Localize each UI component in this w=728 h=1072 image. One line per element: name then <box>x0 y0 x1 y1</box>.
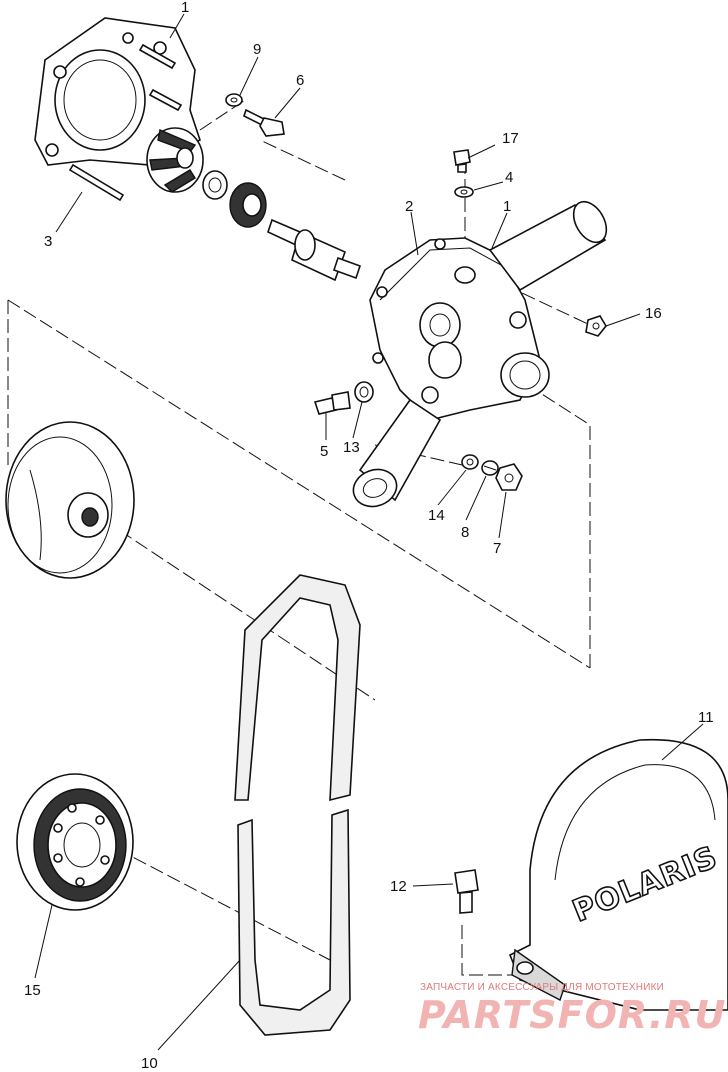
fitting-5 <box>313 391 351 415</box>
leader-lines <box>34 13 704 1051</box>
callout-7: 7 <box>493 540 501 557</box>
callout-15: 15 <box>24 982 41 999</box>
assembly-guide-lines <box>7 99 591 976</box>
side-outlet <box>500 352 550 398</box>
washer-14 <box>461 454 479 470</box>
callout-16: 16 <box>645 305 662 322</box>
nut-7 <box>495 463 523 491</box>
pump-shaft <box>267 218 362 282</box>
bolt-17 <box>453 149 471 173</box>
outlet-pipe <box>488 200 608 292</box>
callout-11: 11 <box>698 709 714 726</box>
bolt-12 <box>454 869 479 914</box>
callout-1-housing: 1 <box>503 198 511 215</box>
callout-8: 8 <box>461 524 469 541</box>
washer-9 <box>225 93 243 107</box>
lock-washer-8 <box>481 460 499 476</box>
callout-13: 13 <box>343 439 360 456</box>
watermark: ЗАПЧАСТИ И АКСЕССУАРЫ ДЛЯ МОТОТЕХНИКИ PA… <box>418 982 726 1037</box>
callout-4: 4 <box>505 169 513 186</box>
drive-belt <box>234 574 361 1036</box>
callout-1-cover: 1 <box>181 0 189 16</box>
callout-17: 17 <box>502 130 519 147</box>
washer-13 <box>354 381 374 403</box>
belt-guard: POLARIS <box>508 738 728 1011</box>
lower-elbow-pipe <box>352 398 442 508</box>
nut-16 <box>585 315 607 337</box>
callout-2: 2 <box>405 198 413 215</box>
callout-12: 12 <box>390 878 407 895</box>
studs <box>68 43 183 202</box>
callout-numbers: 1 9 6 3 17 4 2 1 16 5 13 14 8 7 11 12 15… <box>24 0 714 1072</box>
callout-5: 5 <box>320 443 328 460</box>
callout-10: 10 <box>141 1055 158 1072</box>
bolt-6 <box>243 108 285 137</box>
callout-6: 6 <box>296 72 304 89</box>
lower-pulley <box>16 773 134 911</box>
pump-housing <box>369 237 541 421</box>
watermark-brand: PARTSFOR.RU <box>418 993 726 1037</box>
callout-14: 14 <box>428 507 445 524</box>
callout-9: 9 <box>253 41 261 58</box>
seal-and-bearing <box>202 170 267 228</box>
washer-4 <box>454 186 474 198</box>
watermark-tagline: ЗАПЧАСТИ И АКСЕССУАРЫ ДЛЯ МОТОТЕХНИКИ <box>420 982 664 993</box>
callout-3: 3 <box>44 233 52 250</box>
impeller <box>146 127 204 193</box>
upper-pulley <box>5 421 135 579</box>
